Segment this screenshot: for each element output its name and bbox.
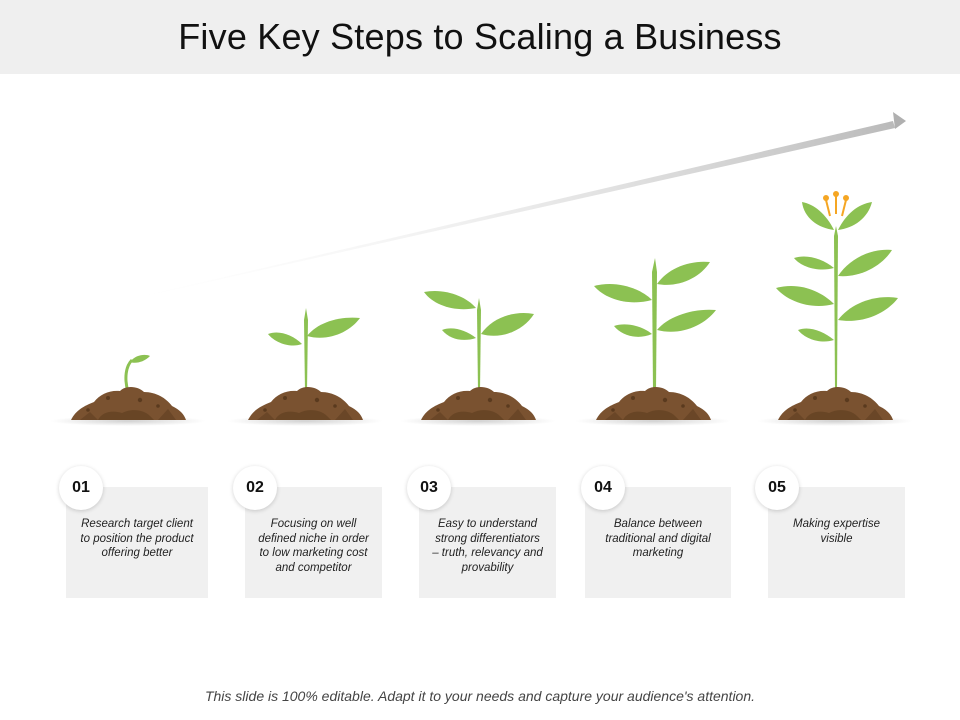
footer-note: This slide is 100% editable. Adapt it to… bbox=[204, 688, 756, 704]
growth-illustration bbox=[50, 112, 913, 426]
step-card-2: Focusing on well defined niche in order … bbox=[245, 487, 382, 598]
page-title: Five Key Steps to Scaling a Business bbox=[178, 16, 782, 57]
step-card-1: Research target client to position the p… bbox=[66, 487, 208, 598]
step-text: Focusing on well defined niche in order … bbox=[258, 518, 369, 574]
sprout-icon bbox=[400, 290, 556, 426]
sprout-icon bbox=[575, 258, 731, 426]
step-card-5: Making expertise visible bbox=[768, 487, 905, 598]
step-text: Easy to understand strong differentiator… bbox=[432, 518, 543, 574]
step-text: Making expertise visible bbox=[793, 518, 880, 545]
growth-arrow-icon bbox=[70, 112, 906, 313]
step-number-badge: 02 bbox=[233, 466, 277, 510]
flower-icon bbox=[757, 191, 913, 426]
step-number-badge: 05 bbox=[755, 466, 799, 510]
step-card-3: Easy to understand strong differentiator… bbox=[419, 487, 556, 598]
title-bar: Five Key Steps to Scaling a Business bbox=[0, 0, 960, 74]
sprout-icon bbox=[227, 308, 383, 426]
step-number-badge: 03 bbox=[407, 466, 451, 510]
step-text: Balance between traditional and digital … bbox=[605, 518, 711, 559]
step-number-badge: 04 bbox=[581, 466, 625, 510]
step-text: Research target client to position the p… bbox=[80, 518, 194, 559]
step-number-badge: 01 bbox=[59, 466, 103, 510]
sprout-icon bbox=[50, 354, 206, 426]
